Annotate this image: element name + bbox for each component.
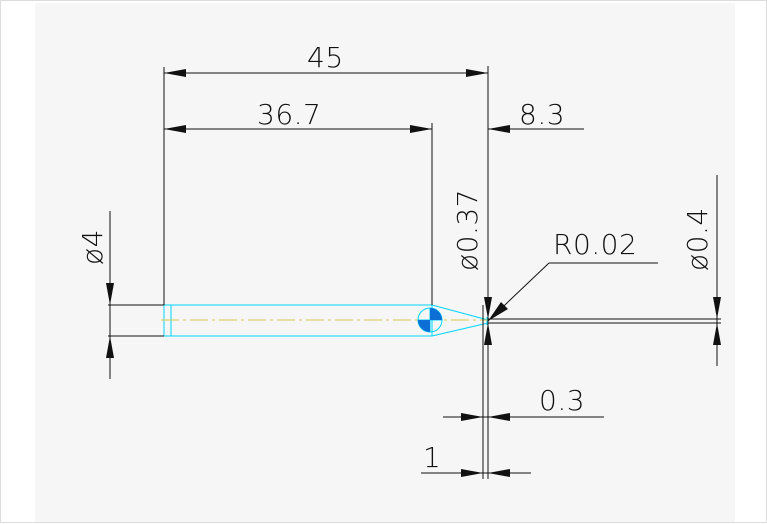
tip-diameter-bottom-arrow xyxy=(484,323,492,345)
large-step-label: 1 xyxy=(423,441,441,474)
point-diameter-bottom-arrow xyxy=(713,323,721,345)
tip-length-arrow xyxy=(488,125,510,133)
tip-diameter-top-arrow xyxy=(484,297,492,319)
large-step-right-arrow xyxy=(488,469,510,477)
overall-length-right-arrow xyxy=(466,69,488,77)
shank-length-right-arrow xyxy=(410,125,432,133)
large-step-left-arrow xyxy=(461,469,483,477)
center-symbol-quadrant-bottom-left xyxy=(418,320,430,332)
small-step-right-arrow xyxy=(488,413,510,421)
tip-radius-label: R0.02 xyxy=(553,228,637,261)
center-symbol-quadrant-top-right xyxy=(430,308,442,320)
shank-diameter-label: ø4 xyxy=(76,229,109,265)
tool-taper-bottom xyxy=(431,322,489,337)
small-step-left-arrow xyxy=(461,413,483,421)
shank-length-left-arrow xyxy=(164,125,186,133)
shank-diameter-top-arrow xyxy=(106,283,114,305)
tip-length-label: 8.3 xyxy=(519,98,565,131)
shank-length-label: 36.7 xyxy=(257,98,321,131)
small-step-label: 0.3 xyxy=(539,384,585,417)
point-diameter-top-arrow xyxy=(713,297,721,319)
overall-length-left-arrow xyxy=(164,69,186,77)
tip-diameter-label: ø0.37 xyxy=(451,189,484,271)
point-diameter-label: ø0.4 xyxy=(681,207,714,271)
tool-taper-top xyxy=(431,304,489,321)
radius-leader-arrow xyxy=(488,302,508,321)
overall-length-label: 45 xyxy=(307,41,344,74)
shank-diameter-bottom-arrow xyxy=(106,336,114,358)
